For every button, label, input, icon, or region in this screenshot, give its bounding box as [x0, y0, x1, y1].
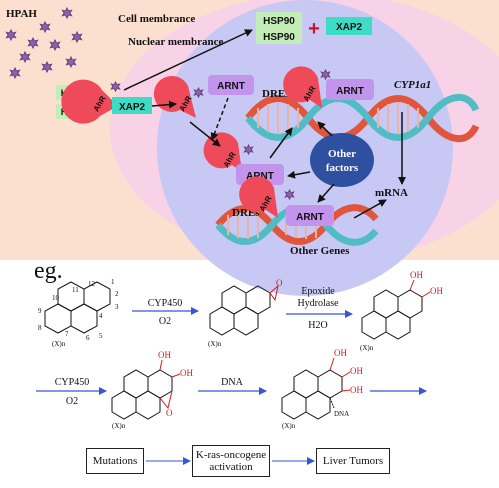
nuclear-membrane-label: Nuclear membrance [128, 36, 224, 48]
hsp90-box [256, 12, 302, 28]
ring-number: 6 [86, 334, 90, 342]
hsp90-label: HSP90 [263, 32, 295, 43]
released-chaperones: HSP90 HSP90 + XAP2 [256, 12, 372, 44]
substituent-label: (X)n [282, 422, 296, 430]
other-genes-label: Other Genes [290, 245, 350, 257]
substituent-label: (X)n [52, 340, 66, 348]
ring-number: 8 [38, 324, 42, 332]
flow-box-text: Mutations [92, 455, 138, 467]
arnt-box [208, 75, 254, 95]
flow-box-text: Liver Tumors [322, 455, 384, 467]
hpah-label: HPAH [6, 8, 37, 20]
dihydrodiol-structure [361, 279, 431, 340]
xap2-label: XAP2 [336, 22, 363, 33]
nuclear-ahr: AhR [153, 75, 204, 118]
ahr-protein [61, 79, 118, 124]
reaction-1-enzyme: CYP450 [148, 298, 182, 309]
hsp90-box [256, 28, 302, 44]
flow-box-text: K-ras-oncogene [195, 449, 267, 461]
cyp1a1-label: CYP1a1 [394, 79, 431, 91]
arnt-label: ARNT [217, 81, 245, 92]
flow-box-mutations: Mutations [86, 448, 144, 474]
hydroxyl-label: OH [410, 270, 423, 280]
other-factors: Other factors [310, 133, 374, 187]
arrow-genes-to-mrna [353, 199, 387, 219]
other-factors-label: factors [326, 162, 359, 174]
arrow-factors-to-dre [317, 121, 333, 137]
dres-label: DREs [262, 88, 290, 100]
other-factors-label: Other [328, 148, 356, 160]
arrow-ahr-to-dimer [189, 121, 221, 147]
ring-number: 5 [99, 332, 103, 340]
arnt-box [326, 79, 374, 100]
substituent-label: (X)n [112, 422, 126, 430]
substituent-label: (X)n [208, 340, 222, 348]
hydroxyl-label: OH [158, 350, 171, 360]
ring-number: 2 [115, 290, 119, 298]
hsp90-label: HSP90 [263, 16, 295, 27]
ring-number: 10 [52, 294, 60, 302]
ahr-protein [153, 75, 196, 118]
cytoplasmic-complex: HSP90 HSP90 AhR XAP2 [56, 79, 152, 124]
reaction-2-cofactor: H2O [308, 320, 327, 331]
substituent-label: (X)n [360, 344, 374, 352]
arrow-factors-to-lower-dre [317, 183, 335, 203]
reaction-3-enzyme: CYP450 [55, 377, 89, 388]
arrow-release-chaperones [123, 29, 253, 91]
arrow-arnt-to-dimer [210, 97, 229, 141]
arnt-label: ARNT [336, 86, 364, 97]
dna-adduct-label: DNA [334, 410, 349, 418]
cell-membrane-label: Cell membrance [118, 13, 195, 25]
xap2-box [326, 17, 372, 35]
epoxide-oxygen: O [276, 278, 283, 288]
arrow-enter-nucleus [151, 100, 177, 109]
dna-other-genes: DREs AhR ARNT Other Genes [215, 176, 379, 257]
epoxide-oxygen: O [166, 408, 173, 418]
ahr-protein [239, 176, 278, 218]
hydroxyl-label: OH [180, 368, 193, 378]
reaction-1-cofactor: O2 [159, 316, 171, 327]
hydroxyl-label: OH [430, 286, 443, 296]
arnt-label: ARNT [296, 212, 324, 223]
flow-box-liver-tumors: Liver Tumors [316, 448, 390, 474]
other-factors-ellipse [310, 133, 374, 187]
reaction-2-enzyme: Epoxide [301, 286, 335, 297]
example-label: eg. [34, 258, 63, 284]
pathway-arrows [123, 29, 406, 219]
ring-number: 3 [115, 303, 119, 311]
ahr-protein [283, 66, 322, 108]
ring-number: 11 [72, 286, 79, 294]
ring-number: 9 [38, 307, 42, 315]
hydroxyl-label: OH [350, 366, 363, 376]
ring-number: 7 [65, 330, 69, 338]
dna-adduct-structure [281, 357, 351, 420]
dna-strand-red [215, 204, 379, 245]
ring-number: 4 [99, 312, 103, 320]
mrna-label: mRNA [375, 187, 408, 199]
arrow-dimer-to-dre [269, 127, 293, 159]
arrow-factors-to-dimer [287, 170, 311, 179]
diol-epoxide-structure [111, 359, 181, 420]
hydroxyl-label: OH [334, 348, 347, 358]
ring-number: 12 [88, 280, 96, 288]
flow-box-text: activation [209, 461, 253, 473]
xap2-box [112, 97, 152, 114]
nucleus [157, 0, 453, 296]
reaction-4-reagent: DNA [221, 377, 243, 388]
arnt-label: ARNT [246, 171, 274, 182]
hydroxyl-label: OH [350, 385, 363, 395]
epoxide-structure [209, 284, 279, 336]
ring-number: 1 [111, 278, 115, 286]
reaction-3-cofactor: O2 [66, 396, 78, 407]
xap2-label: XAP2 [119, 102, 146, 113]
flow-box-kras: K-ras-oncogene activation [192, 445, 270, 477]
chrysene-structure [44, 281, 111, 334]
arnt-box [286, 205, 334, 226]
plus-sign: + [308, 18, 320, 40]
reaction-2-enzyme: Hydrolase [297, 298, 339, 309]
free-arnt: ARNT [208, 75, 254, 95]
